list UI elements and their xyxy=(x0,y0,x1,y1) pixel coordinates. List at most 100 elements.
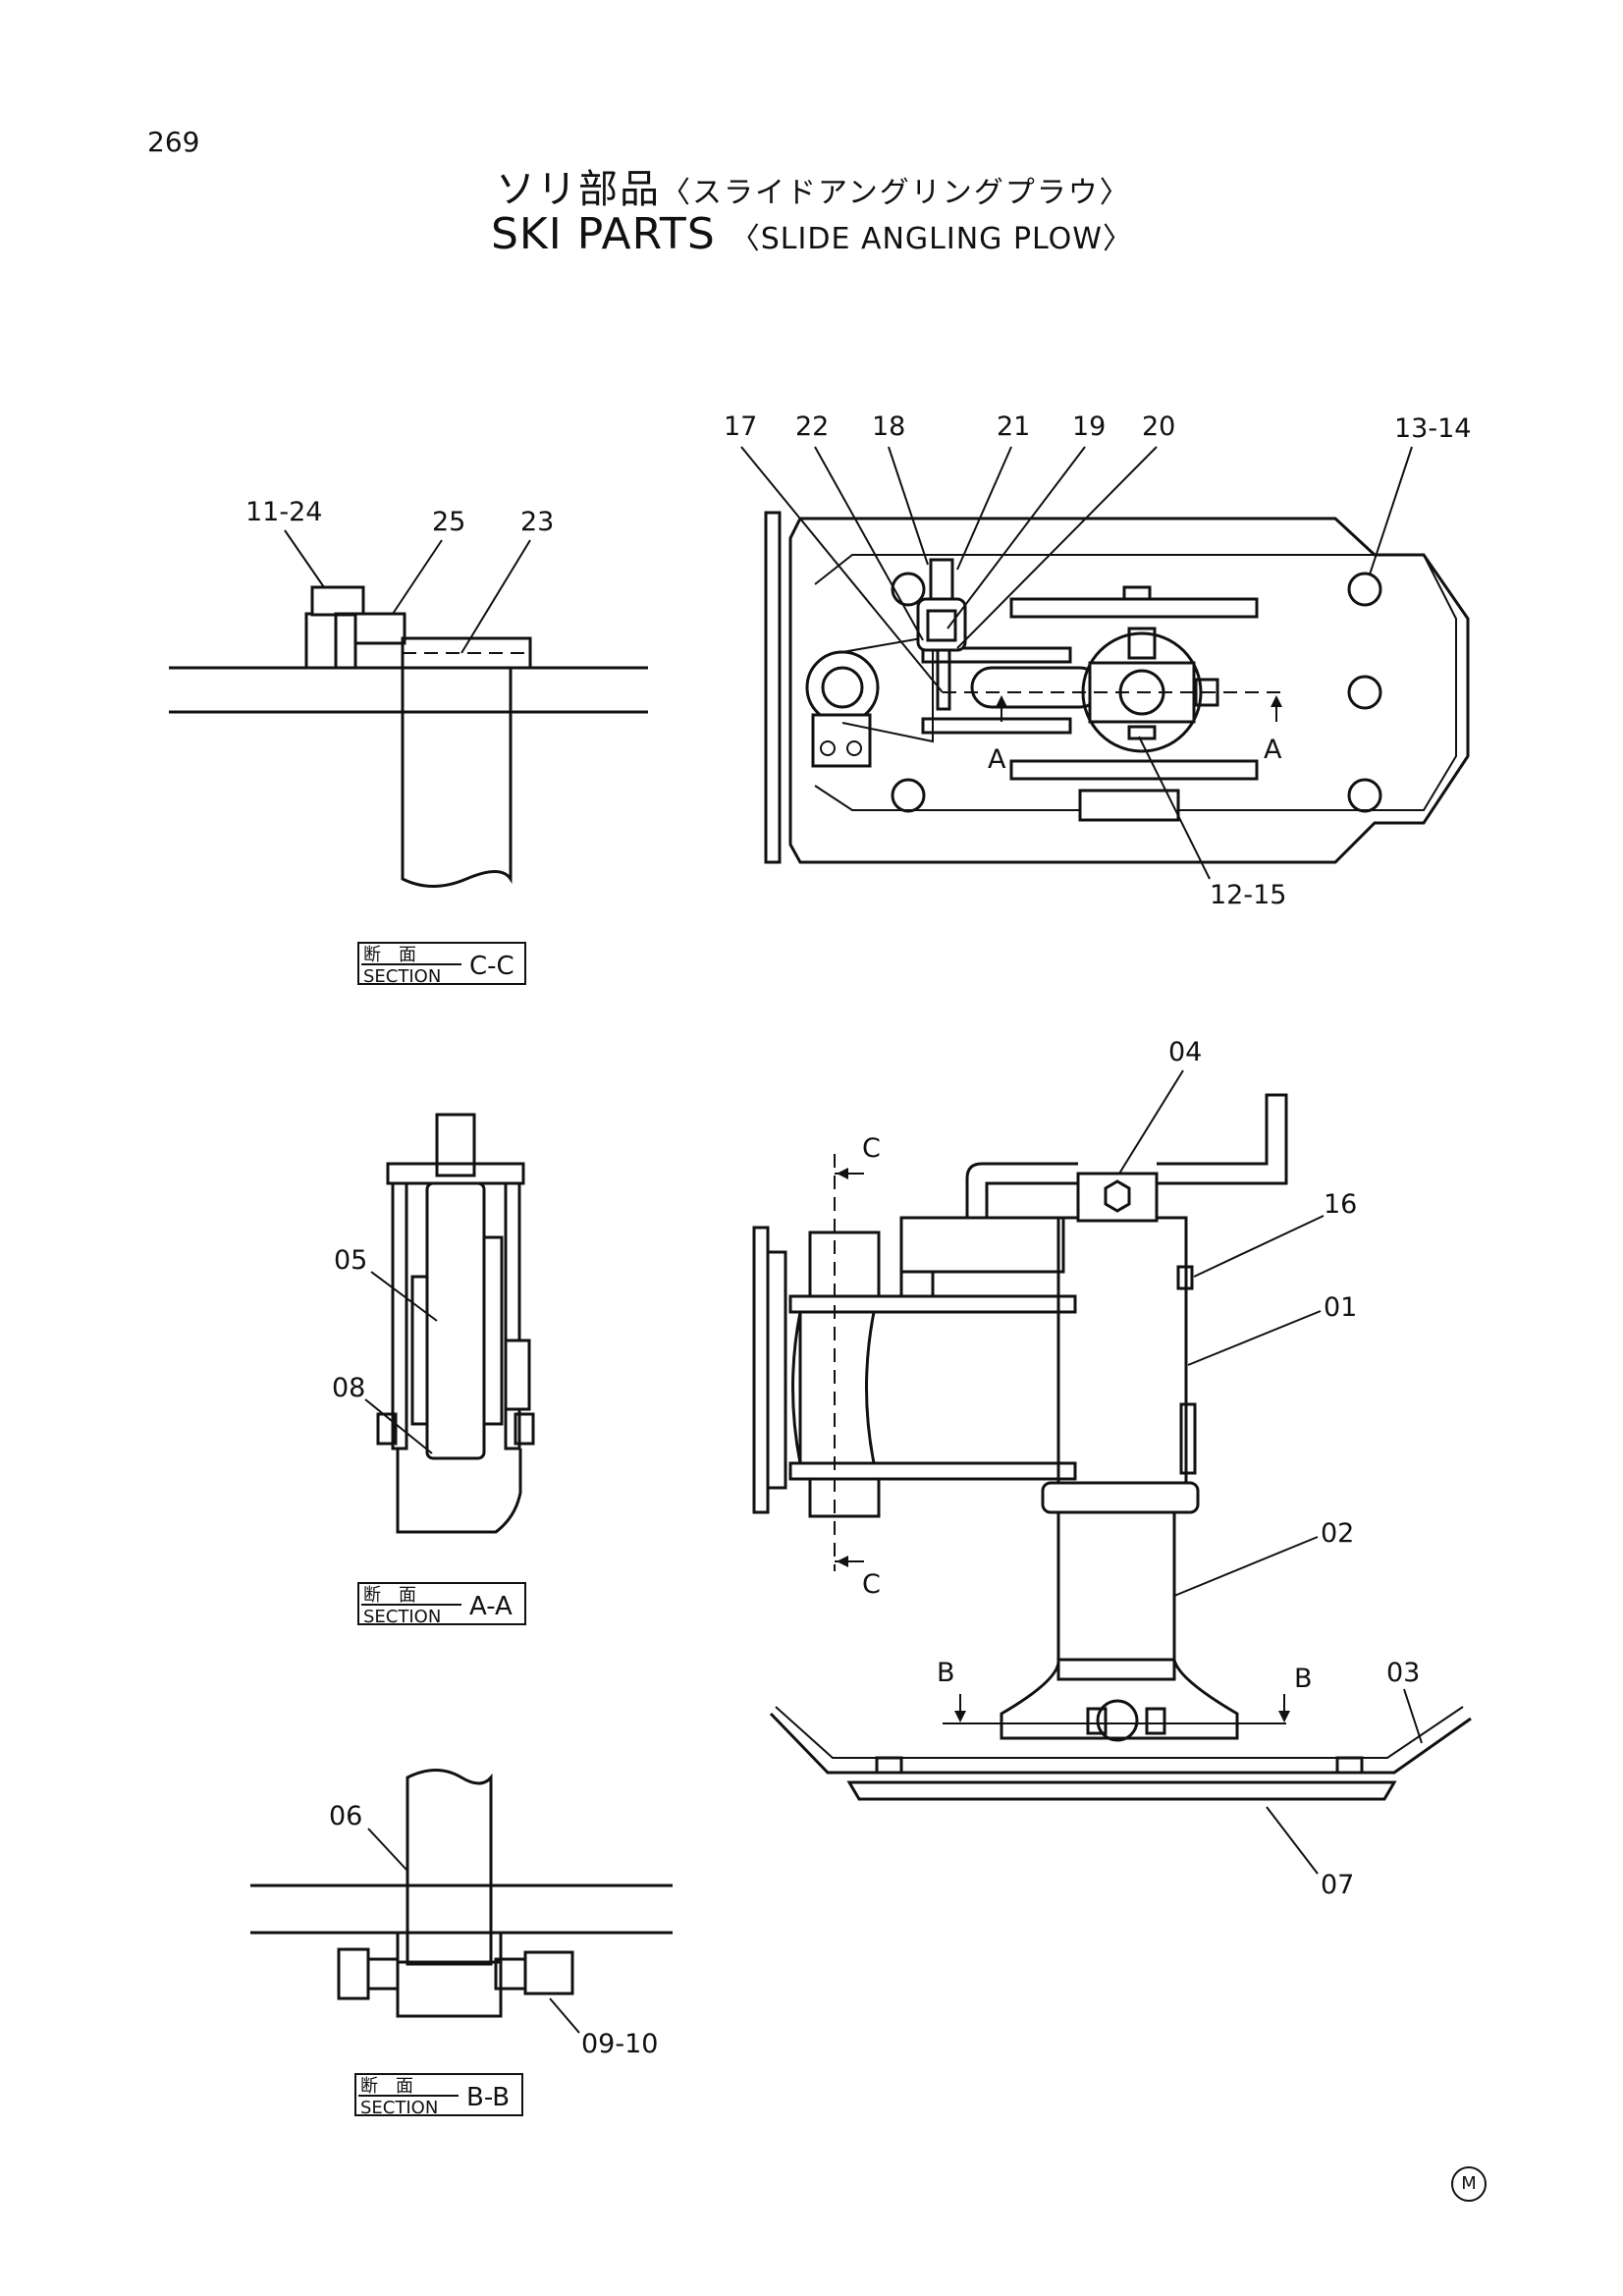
leader-25 xyxy=(392,539,443,615)
grease-fitting xyxy=(1176,1265,1194,1290)
top-view-inner-frame xyxy=(814,554,1457,811)
washer xyxy=(334,612,357,670)
lower-block xyxy=(1078,789,1180,822)
top-block-notch xyxy=(899,1272,935,1298)
title-jp-main: ソリ部品 xyxy=(496,167,661,212)
cut-mark-b: B xyxy=(1294,1664,1313,1694)
section-label-a-a: 断 面 SECTION A-A xyxy=(357,1582,526,1627)
section-label-id: B-B xyxy=(466,2083,510,2112)
callout-18: 18 xyxy=(872,411,905,442)
bolt-stack-top xyxy=(808,1230,881,1298)
cut-mark-c: C xyxy=(862,1569,881,1600)
section-label-box xyxy=(354,2073,523,2116)
callout-19: 19 xyxy=(1072,411,1106,442)
guide-right xyxy=(482,1235,504,1426)
section-a-a-view: 05 08 断 面 SECTION A-A xyxy=(332,1113,535,1627)
nut-left xyxy=(376,1412,398,1446)
leader-02 xyxy=(1173,1536,1319,1597)
title-japanese: ソリ部品〈スライドアングリングプラウ〉 xyxy=(496,157,1131,214)
arm-body xyxy=(791,1311,876,1464)
swivel-lug xyxy=(1127,627,1157,660)
side-clip xyxy=(504,1339,531,1411)
swivel-lug xyxy=(1127,725,1157,740)
callout-03: 03 xyxy=(1386,1658,1420,1688)
callout-16: 16 xyxy=(1324,1189,1357,1220)
callout-23: 23 xyxy=(520,507,554,537)
lower-housing xyxy=(396,1449,522,1534)
leader-17 xyxy=(740,446,944,693)
leader-18 xyxy=(888,446,929,566)
callout-21: 21 xyxy=(997,411,1030,442)
leader-12-15 xyxy=(1138,736,1211,880)
top-plate xyxy=(386,1162,525,1185)
bolt-stack-bottom xyxy=(808,1477,881,1518)
pivot-boss xyxy=(805,650,880,725)
leader-20 xyxy=(956,446,1158,649)
arrow-head xyxy=(837,1556,848,1567)
pin-stem xyxy=(929,558,954,601)
ski-bolt xyxy=(875,1756,903,1775)
small-bolt xyxy=(846,740,862,756)
bolt-hole xyxy=(1347,778,1382,813)
callout-06: 06 xyxy=(329,1801,362,1831)
pin-rod xyxy=(936,648,951,711)
hinge-nut-right xyxy=(1145,1707,1166,1735)
cut-mark-b: B xyxy=(937,1658,955,1688)
bolt-hole xyxy=(891,572,926,607)
section-label-jp: 断 面 xyxy=(360,2076,413,2097)
top-view: A A 17 22 18 21 19 20 13-14 12-15 xyxy=(724,411,1471,910)
leader-22 xyxy=(814,446,924,641)
callout-09-10: 09-10 xyxy=(581,2029,658,2059)
pin-assembly xyxy=(916,597,967,652)
leader-21 xyxy=(956,446,1012,571)
callout-13-14: 13-14 xyxy=(1394,413,1471,444)
guide-bar-top xyxy=(1009,597,1259,619)
bolt-head xyxy=(310,585,365,617)
callout-04: 04 xyxy=(1168,1037,1202,1067)
arrow-head xyxy=(954,1711,966,1722)
cut-mark-c: C xyxy=(862,1133,881,1164)
arrow-head xyxy=(1278,1711,1290,1722)
upper-arm-plate xyxy=(788,1294,1077,1314)
leader-05 xyxy=(370,1271,438,1322)
arrow-head xyxy=(1271,695,1282,707)
section-label-b-b: 断 面 SECTION B-B xyxy=(354,2073,523,2118)
section-label-jp: 断 面 xyxy=(363,945,416,965)
leader-07 xyxy=(1266,1806,1319,1875)
side-plate-right xyxy=(504,1181,521,1450)
leader-04 xyxy=(1118,1069,1184,1175)
leader-13-14 xyxy=(1369,446,1413,575)
callout-12-15: 12-15 xyxy=(1210,880,1286,910)
lower-arm-plate xyxy=(788,1461,1077,1481)
section-label-en: SECTION xyxy=(363,1607,441,1627)
callout-05: 05 xyxy=(334,1245,367,1276)
bolt-hole xyxy=(1347,675,1382,710)
cut-mark-a: A xyxy=(988,744,1006,775)
small-bolt xyxy=(820,740,836,756)
callout-01: 01 xyxy=(1324,1292,1357,1323)
leader-03 xyxy=(1403,1688,1423,1744)
side-lug xyxy=(1179,1402,1197,1475)
lever-bolt xyxy=(1104,1179,1131,1213)
leader-19 xyxy=(947,446,1086,629)
section-label-box xyxy=(357,1582,526,1625)
leader-11-24 xyxy=(284,529,325,588)
nut-left xyxy=(366,1957,400,1991)
callout-25: 25 xyxy=(432,507,465,537)
bolt-body xyxy=(304,612,338,670)
hinge-base xyxy=(1000,1658,1239,1740)
title-en-main: SKI PARTS xyxy=(491,209,716,259)
callout-07: 07 xyxy=(1321,1870,1354,1900)
clamp-body xyxy=(396,1931,503,1964)
hinge-nut-left xyxy=(1086,1707,1108,1735)
guide-bar-bottom xyxy=(1009,759,1259,781)
leader-06 xyxy=(367,1828,408,1872)
leader-08 xyxy=(364,1398,433,1454)
hinge-pin xyxy=(1096,1699,1139,1742)
top-block xyxy=(899,1216,1065,1274)
callout-11-24: 11-24 xyxy=(245,497,322,527)
pin-spring xyxy=(926,609,957,642)
leader-09-10 xyxy=(549,1997,580,2034)
mount-plate xyxy=(752,1226,770,1514)
